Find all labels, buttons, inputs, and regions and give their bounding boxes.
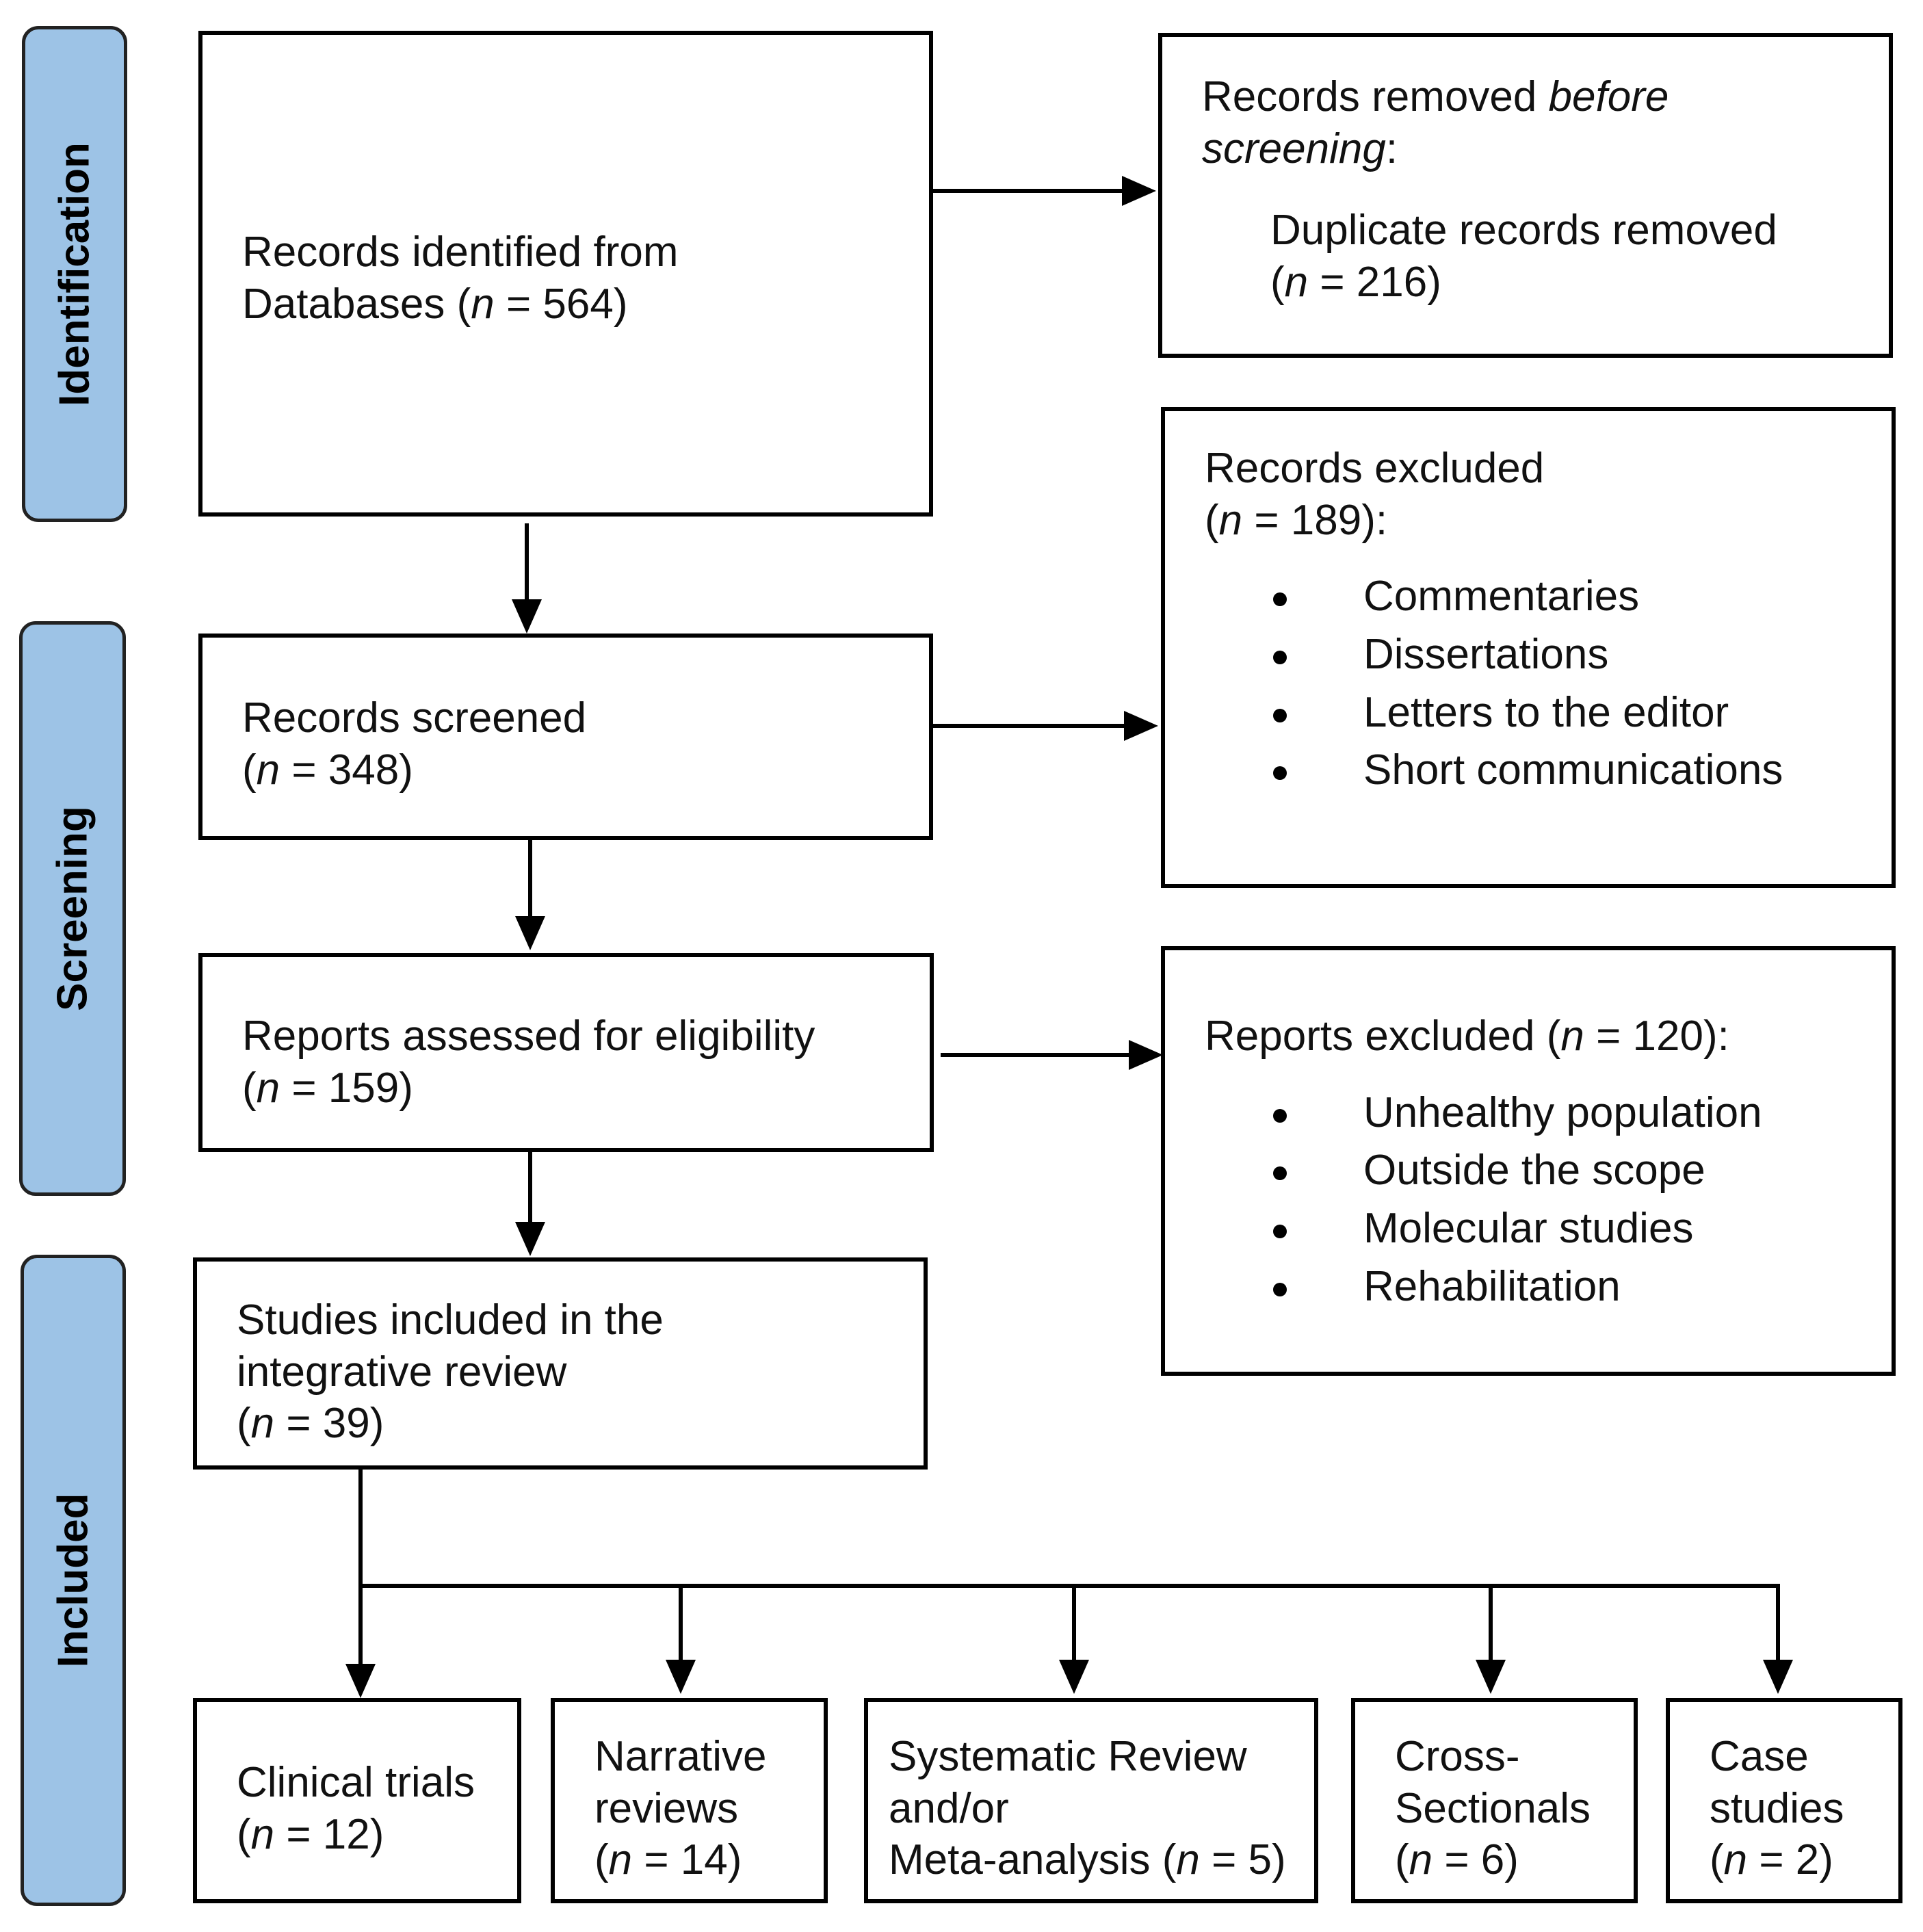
open-paren: (: [1395, 1836, 1409, 1884]
category-case-count: = 2): [1747, 1836, 1833, 1884]
records-screened-count: = 348): [280, 746, 413, 794]
open-paren: (: [237, 1810, 251, 1858]
phase-identification: Identification: [22, 26, 127, 522]
arrowhead: [666, 1660, 696, 1694]
n-symbol: n: [250, 1400, 275, 1448]
reports-excluded-box: Reports excluded (n = 120): Unhealthy po…: [1161, 946, 1896, 1376]
list-item: Dissertations: [1205, 629, 1892, 681]
arrowhead: [515, 916, 545, 950]
category-systematic-line1: Systematic Review: [889, 1733, 1247, 1780]
records-excluded-label: Records excluded: [1205, 445, 1545, 492]
n-symbol: n: [1284, 258, 1309, 306]
arrowhead: [1129, 1040, 1163, 1070]
category-clinical-trials: Clinical trials(n = 12): [193, 1698, 521, 1903]
reports-excluded-label: Reports excluded (: [1205, 1013, 1561, 1060]
arrowhead: [512, 599, 542, 634]
n-symbol: n: [471, 280, 495, 328]
phase-screening-label: Screening: [49, 806, 96, 1011]
records-identified-label: Records identified from Databases (: [242, 229, 679, 328]
arrowhead: [1059, 1660, 1089, 1694]
category-clinical-label: Clinical trials: [237, 1759, 475, 1806]
category-case-line2: studies: [1710, 1784, 1844, 1832]
reports-excluded-list: Unhealthy population Outside the scope M…: [1205, 1087, 1892, 1313]
n-symbol: n: [256, 746, 280, 794]
records-excluded-count: = 189):: [1242, 496, 1388, 544]
studies-included-count: = 39): [274, 1400, 384, 1448]
n-symbol: n: [256, 1064, 280, 1112]
phase-identification-label: Identification: [51, 142, 99, 406]
records-removed-label: Records removed: [1202, 73, 1549, 120]
open-paren: (: [242, 746, 257, 794]
phase-included-label: Included: [49, 1493, 97, 1668]
arrowhead: [515, 1222, 545, 1256]
reports-assessed-box: Reports assessed for eligibility(n = 159…: [198, 953, 934, 1152]
records-removed-colon: :: [1385, 125, 1398, 172]
category-cross-line2: Sectionals: [1395, 1784, 1591, 1832]
category-clinical-count: = 12): [274, 1810, 384, 1858]
records-removed-box: Records removed before screening: Duplic…: [1158, 33, 1893, 358]
reports-assessed-label: Reports assessed for eligibility: [242, 1013, 815, 1060]
arrowhead: [1476, 1660, 1506, 1694]
arrowhead: [1124, 711, 1158, 741]
phase-included: Included: [21, 1255, 126, 1906]
open-paren: (: [237, 1400, 251, 1448]
records-identified-count: = 564): [494, 280, 628, 328]
records-removed-italic: before screening: [1202, 73, 1669, 172]
arrowhead: [345, 1664, 376, 1698]
reports-assessed-count: = 159): [280, 1064, 413, 1112]
list-item: Outside the scope: [1205, 1145, 1892, 1197]
category-case-line1: Case: [1710, 1733, 1809, 1780]
n-symbol: n: [1723, 1836, 1748, 1884]
n-symbol: n: [608, 1836, 633, 1884]
n-symbol: n: [1218, 496, 1243, 544]
arrowhead: [1763, 1660, 1793, 1694]
category-narrative-count: = 14): [632, 1836, 742, 1884]
category-cross-line1: Cross-: [1395, 1733, 1520, 1780]
records-excluded-list: Commentaries Dissertations Letters to th…: [1205, 571, 1892, 796]
list-item: Rehabilitation: [1205, 1261, 1892, 1313]
phase-screening: Screening: [19, 621, 126, 1196]
records-screened-box: Records screened(n = 348): [198, 634, 933, 840]
list-item: Commentaries: [1205, 571, 1892, 623]
n-symbol: n: [1176, 1836, 1200, 1884]
duplicate-records-label: Duplicate records removed: [1270, 207, 1777, 254]
records-screened-label: Records screened: [242, 694, 587, 742]
open-paren: (: [242, 1064, 257, 1112]
list-item: Short communications: [1205, 744, 1892, 796]
studies-included-line1: Studies included in the: [237, 1296, 664, 1344]
n-symbol: n: [1409, 1836, 1433, 1884]
duplicate-records-count: = 216): [1308, 258, 1441, 306]
open-paren: (: [1270, 258, 1285, 306]
category-systematic-line2: and/or: [889, 1784, 1009, 1832]
n-symbol: n: [250, 1810, 275, 1858]
list-item: Molecular studies: [1205, 1203, 1892, 1255]
open-paren: (: [594, 1836, 609, 1884]
category-cross-sectionals: Cross-Sectionals(n = 6): [1351, 1698, 1638, 1903]
n-symbol: n: [1560, 1013, 1584, 1060]
category-systematic-line3: Meta-analysis (: [889, 1836, 1177, 1884]
studies-included-line2: integrative review: [237, 1348, 567, 1396]
records-identified-box: Records identified from Databases (n = 5…: [198, 31, 933, 517]
category-narrative-line1: Narrative: [594, 1733, 767, 1780]
records-excluded-box: Records excluded(n = 189): Commentaries …: [1161, 407, 1896, 888]
list-item: Letters to the editor: [1205, 687, 1892, 739]
category-systematic-count: = 5): [1199, 1836, 1286, 1884]
reports-excluded-count: = 120):: [1584, 1013, 1729, 1060]
category-cross-count: = 6): [1433, 1836, 1519, 1884]
category-narrative-line2: reviews: [594, 1784, 739, 1832]
arrowhead: [1122, 176, 1156, 206]
open-paren: (: [1205, 496, 1219, 544]
open-paren: (: [1710, 1836, 1724, 1884]
list-item: Unhealthy population: [1205, 1087, 1892, 1139]
